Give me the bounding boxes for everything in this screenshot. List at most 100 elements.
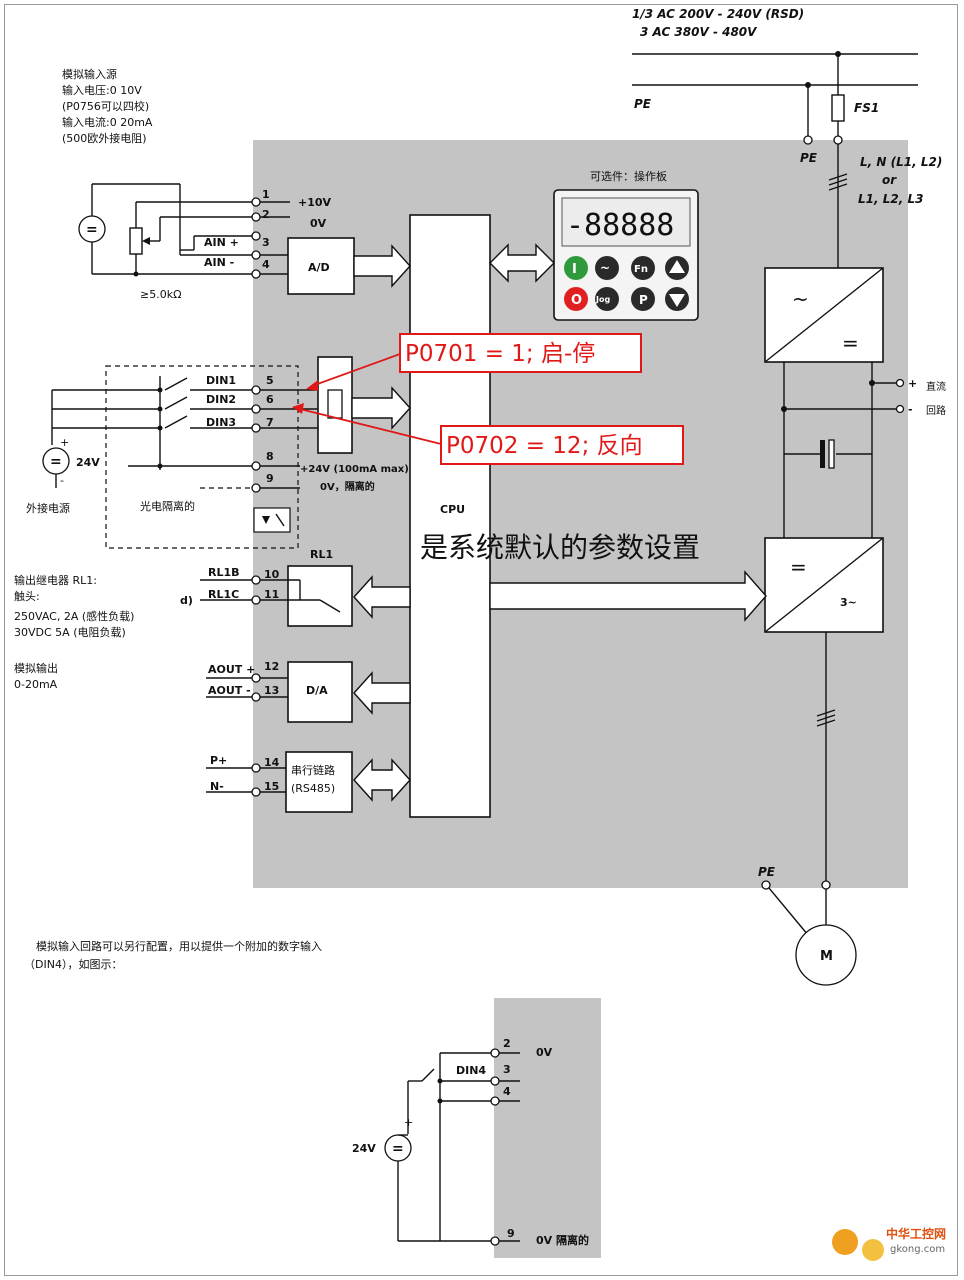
motor-circle	[795, 924, 857, 986]
t10-label: RL1B	[208, 566, 240, 579]
default-params-note: 是系统默认的参数设置	[420, 531, 700, 564]
panel-display	[561, 197, 691, 247]
stop-button[interactable]	[564, 287, 588, 311]
jog-button[interactable]	[595, 287, 619, 311]
din4-label: DIN4	[456, 1064, 486, 1077]
cpu-label: CPU	[440, 503, 465, 516]
down-arrow-icon	[669, 294, 685, 307]
inverter-dc: =	[790, 555, 807, 579]
relay-ac-rating: 250VAC, 2A (感性负载)	[14, 609, 134, 623]
relay-fragment: d)	[180, 594, 193, 607]
din4-voltage: 24V	[352, 1142, 376, 1155]
serial-label1: 串行链路	[291, 763, 335, 777]
ai-note2: (500欧外接电阻)	[62, 132, 147, 145]
t14-num: 14	[264, 756, 280, 769]
panel-title: 可选件：操作板	[590, 169, 667, 183]
relay-title: RL1	[310, 548, 333, 561]
t9-label: 0V，隔离的	[320, 480, 375, 493]
p0701-arrowhead	[306, 380, 318, 391]
fuse-label: FS1	[854, 101, 879, 115]
supply-line2: 3 AC 380V - 480V	[640, 25, 758, 39]
watermark-site: 中华工控网	[886, 1226, 946, 1241]
t8-num: 8	[266, 450, 274, 463]
t2-num: 2	[262, 208, 270, 221]
p0702-arrowhead	[292, 403, 304, 414]
din2-switch	[164, 396, 188, 410]
serial-label2: (RS485)	[291, 782, 335, 795]
power-terminal	[833, 135, 843, 145]
run-button[interactable]	[564, 256, 588, 280]
fuse-fs1	[831, 94, 845, 122]
ad-block	[287, 237, 355, 295]
ai-current: 输入电流:0 20mA	[62, 115, 153, 129]
serial-cpu-arrow	[353, 758, 411, 802]
watermark-url: gkong.com	[890, 1244, 945, 1255]
din4-t2-label: 0V	[536, 1046, 553, 1059]
din4-t3: 3	[503, 1063, 511, 1076]
fn-button[interactable]	[631, 256, 655, 280]
motor-pe-label: PE	[758, 865, 776, 879]
jog-mode-button-label: ~	[600, 261, 610, 275]
panel-display-text: -88888	[566, 208, 674, 243]
capacitor-plate-a	[820, 440, 825, 468]
run-button-label: I	[572, 262, 577, 277]
t13-num: 13	[264, 684, 279, 697]
din4-note1: 模拟输入回路可以另行配置，用以提供一个附加的数字输入	[36, 939, 322, 953]
din4-note2: （DIN4），如图示：	[24, 957, 122, 971]
din4-t9-label: 0V 隔离的	[536, 1233, 589, 1247]
t2-label: 0V	[310, 217, 327, 230]
din1-switch	[164, 377, 188, 391]
din2-label: DIN2	[206, 393, 236, 406]
dc-link-label2: 回路	[926, 404, 946, 417]
din4-switch	[421, 1068, 435, 1082]
din3-label: DIN3	[206, 416, 236, 429]
pe-label: PE	[800, 151, 818, 165]
fn-button-label: Fn	[634, 264, 648, 275]
svg-text:=: =	[86, 222, 98, 238]
t4-label: AIN -	[204, 256, 234, 269]
svg-text:+: +	[60, 436, 69, 449]
watermark-gear-icon	[832, 1229, 858, 1255]
capacitor-plate-b	[828, 439, 835, 469]
p0702-callout	[440, 425, 684, 465]
t1-num: 1	[262, 188, 270, 201]
t5-num: 5	[266, 374, 274, 387]
t8-label: +24V (100mA max)	[300, 464, 409, 475]
svg-text:-: -	[60, 474, 64, 487]
svg-text:=: =	[50, 454, 62, 470]
ai-title: 模拟输入源	[62, 67, 117, 81]
pe-terminal	[803, 135, 813, 145]
da-block	[287, 661, 353, 723]
rectifier-dc: =	[842, 331, 859, 355]
t3-label: AIN +	[204, 236, 239, 249]
din4-t4: 4	[503, 1085, 511, 1098]
lines-label-1: L, N (L1, L2)	[860, 155, 942, 169]
p-button[interactable]	[631, 287, 655, 311]
lines-or: or	[882, 173, 897, 187]
isolation-label: 光电隔离的	[140, 499, 195, 513]
t9-num: 9	[266, 472, 274, 485]
din3-switch	[164, 415, 188, 429]
t12-num: 12	[264, 660, 279, 673]
inverter-ac: 3~	[840, 596, 857, 609]
jog-button-label: Jog	[595, 295, 610, 304]
cpu-panel-arrow	[489, 243, 555, 283]
watermark-gear2-icon	[862, 1239, 884, 1261]
t1-label: +10V	[298, 196, 332, 209]
pe-top-label: PE	[634, 97, 652, 111]
ai-note1: (P0756可以四校)	[62, 99, 149, 113]
din4-panel	[494, 998, 601, 1258]
p0701-callout	[399, 333, 642, 373]
supply-line1: 1/3 AC 200V - 240V (RSD)	[632, 7, 804, 21]
t6-num: 6	[266, 393, 274, 406]
relay-dc-rating: 30VDC 5A (电阻负载)	[14, 625, 126, 639]
t15-num: 15	[264, 780, 279, 793]
t3-num: 3	[262, 236, 270, 249]
din-to-cpu-arrow	[351, 386, 411, 430]
diagram-frame	[4, 4, 958, 1276]
ad-label: A/D	[308, 261, 330, 274]
svg-text:=: =	[392, 1141, 404, 1157]
ad-to-cpu-arrow	[353, 244, 411, 288]
jog-mode-button[interactable]	[595, 256, 619, 280]
